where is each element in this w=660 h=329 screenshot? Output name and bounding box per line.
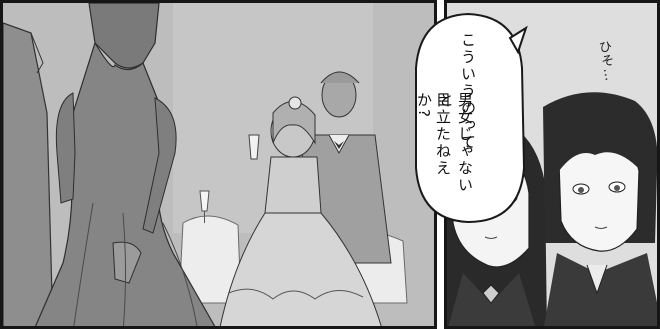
speech-bubble: [415, 12, 528, 224]
speech-bubble-line-1: こういうのって: [459, 32, 477, 151]
speech-bubble-line-3: 目立たねえか?: [415, 92, 452, 177]
speech-bubble-line-2: 男女じゃないと: [437, 92, 474, 194]
ballroom-panel: [0, 0, 437, 329]
ballroom-illustration: [3, 3, 434, 326]
